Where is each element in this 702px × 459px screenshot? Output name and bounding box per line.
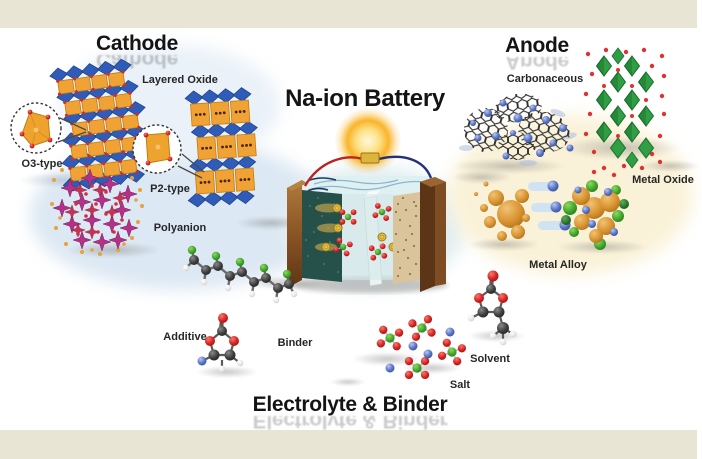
carbonaceous-label: Carbonaceous (506, 73, 584, 85)
cathode-title-block: Cathode Cathode (57, 32, 217, 70)
binder-molecule (182, 245, 298, 304)
metal-oxide-structure (583, 47, 667, 178)
o3-inset-icon (10, 102, 87, 154)
layered-oxide-label: Layered Oxide (142, 74, 218, 86)
cathode-tint (30, 140, 330, 290)
shadow-alloy-left (452, 170, 512, 184)
salt-ions (375, 313, 469, 380)
shadow-salt-a (352, 352, 422, 366)
metal-alloy-structure (474, 180, 629, 250)
right-electrode (393, 192, 420, 284)
solvent-molecule (467, 270, 517, 346)
polyanion-label: Polyanion (153, 222, 207, 234)
metal-oxide-label: Metal Oxide (632, 174, 694, 186)
wire-red (303, 156, 364, 187)
polyanion-structure (50, 164, 144, 256)
shadow-salt-c (330, 378, 366, 386)
page-border-bottom (0, 430, 697, 459)
main-title-text: Na-ion Battery (285, 85, 445, 112)
additive-label: Additive (163, 331, 207, 343)
bulb-base (360, 152, 380, 164)
shadow-polyanion (66, 242, 161, 258)
left-plank (287, 180, 302, 288)
electrolyte-title: Electrolyte & Binder (252, 393, 448, 416)
binder-label: Binder (277, 337, 313, 349)
anode-title-reflection: Anode (505, 57, 569, 73)
right-plank (420, 177, 435, 292)
o3-type-label: O3-type (21, 158, 63, 170)
shadow-alloy-spheres (468, 238, 540, 251)
left-electrode (302, 190, 342, 282)
solvent-label: Solvent (470, 353, 510, 365)
shadow-additive (196, 366, 258, 378)
p2-inset-icon (132, 124, 205, 179)
anode-title: Anode (505, 34, 569, 57)
main-title: Na-ion Battery (255, 86, 475, 111)
additive-heteroatom (197, 356, 207, 366)
layered-oxide-p2-structure (186, 86, 260, 220)
cathode-title: Cathode (96, 32, 178, 55)
carbonaceous-structure (459, 93, 577, 166)
salt-label: Salt (449, 379, 471, 391)
shadow-carbonaceous (452, 158, 567, 174)
page-border-top (0, 0, 697, 28)
p2-type-label: P2-type (150, 183, 190, 195)
electrolyte-title-reflection: Electrolyte & Binder (252, 416, 448, 432)
battery-cell (287, 152, 448, 293)
wire-blue (378, 155, 433, 179)
shadow-metal-oxide (640, 160, 700, 172)
electrolyte-title-block: Electrolyte & Binder Electrolyte & Binde… (240, 393, 460, 432)
metal-alloy-label: Metal Alloy (529, 259, 587, 271)
additive-molecule (197, 313, 244, 373)
anode-title-block: Anode Anode (477, 34, 597, 73)
